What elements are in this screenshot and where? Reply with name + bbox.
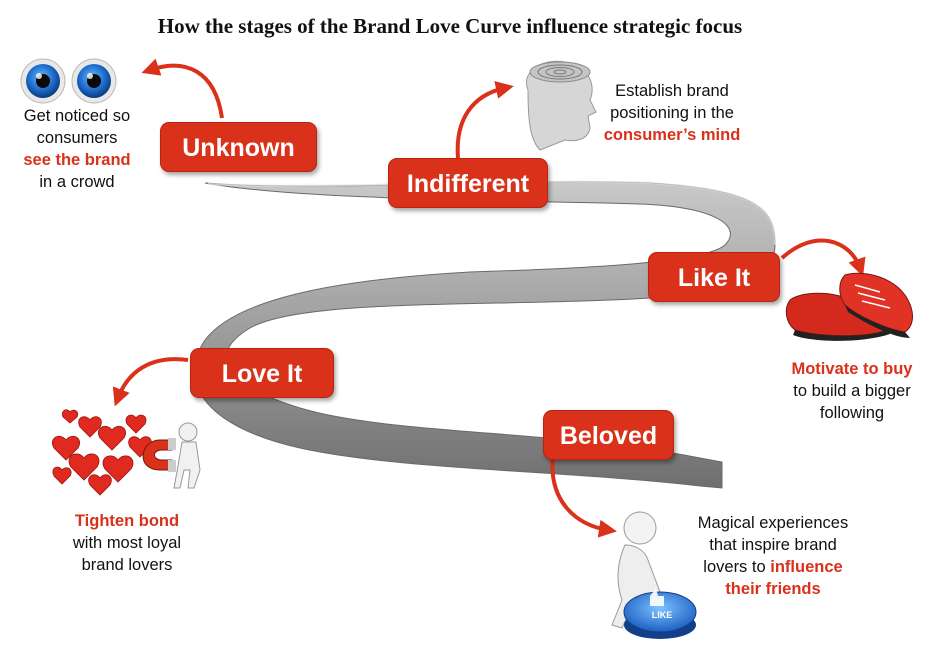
hearts-magnet-icon	[52, 409, 201, 496]
diagram-title: How the stages of the Brand Love Curve i…	[157, 14, 743, 38]
arrow-indifferent	[455, 81, 514, 159]
shoes-icon	[785, 272, 913, 341]
caption-like-it: Motivate to buy to build a bigger follow…	[791, 360, 913, 422]
stage-unknown: Unknown	[160, 122, 317, 172]
arrow-like-it	[780, 238, 866, 277]
arrow-unknown	[141, 58, 224, 119]
arrow-love-it	[112, 357, 189, 407]
head-maze-icon	[526, 60, 597, 151]
caption-love-it: Tighten bond with most loyal brand lover…	[72, 512, 182, 574]
stage-like-it: Like It	[648, 252, 780, 302]
stage-love-it: Love It	[190, 348, 334, 398]
curve-road	[194, 180, 776, 489]
caption-indifferent: Establish brand positioning in the consu…	[603, 82, 741, 144]
caption-unknown: Get noticed so consumers see the brand i…	[23, 107, 131, 191]
caption-beloved: Magical experiences that inspire brand l…	[697, 514, 849, 598]
stage-beloved: Beloved	[543, 410, 674, 460]
eyes-icon	[20, 58, 117, 104]
stage-indifferent: Indifferent	[388, 158, 548, 208]
arrow-beloved	[550, 454, 617, 538]
like-button-figure-icon: LIKE	[611, 511, 697, 639]
like-button-text: LIKE	[652, 610, 673, 620]
